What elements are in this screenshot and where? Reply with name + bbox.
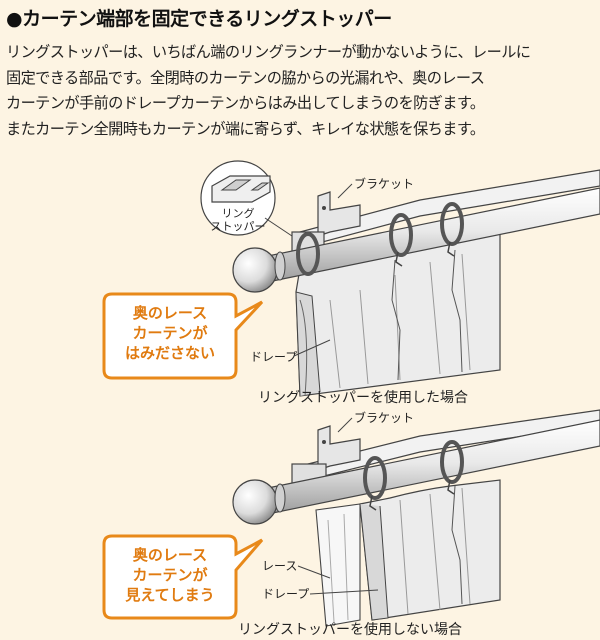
ring-stopper-label: リング — [222, 206, 255, 220]
bottom-figure: ブラケット レース ドレープ 奥のレース カーテンが 見えてしまう リングストッ… — [102, 409, 600, 638]
caption: リングストッパーを使用した場合 — [258, 389, 468, 406]
section-heading: ●カーテン端部を固定できるリングストッパー — [6, 8, 392, 30]
callout-text: 奥のレース — [133, 546, 207, 564]
caption: リングストッパーを使用しない場合 — [238, 621, 462, 638]
ring-runner — [440, 202, 464, 246]
callout-text: 奥のレース — [133, 304, 207, 322]
bracket-label: ブラケット — [354, 176, 414, 191]
callout-bubble — [102, 534, 264, 620]
drape-curtain — [359, 479, 501, 621]
callout-text: カーテンが — [132, 566, 208, 584]
callout-text: 見えてしまう — [124, 586, 214, 604]
bracket-label: ブラケット — [354, 410, 414, 425]
callout-text: はみださない — [125, 344, 215, 362]
description-line: またカーテン全開時もカーテンが端に寄らず、キレイな状態を保ちます。 — [6, 119, 485, 138]
description-line: 固定できる部品です。全閉時のカーテンの脇からの光漏れや、奥のレース — [6, 68, 485, 87]
ring-runner — [389, 213, 413, 257]
ring-runner — [296, 232, 320, 276]
description-text: リングストッパーは、いちばん端のリングランナーが動かないように、レールに 固定で… — [6, 40, 596, 142]
ring-runner — [363, 456, 387, 500]
ring-stopper-label: ストッパー — [211, 220, 266, 233]
drape-label: ドレープ — [262, 587, 309, 601]
lace-curtain — [315, 503, 361, 627]
lace-label: レース — [262, 559, 297, 573]
callout-text: カーテンが — [132, 324, 208, 342]
callout-bubble — [102, 292, 264, 380]
description-line: リングストッパーは、いちばん端のリングランナーが動かないように、レールに — [6, 43, 531, 61]
top-figure: リング ストッパー ブラケット ドレープ 奥のレース カーテンが はみださない … — [102, 160, 600, 406]
description-line: カーテンが手前のドレープカーテンからはみ出してしまうのを防ぎます。 — [6, 94, 485, 112]
ring-runner — [440, 440, 464, 484]
drape-label: ドレープ — [250, 350, 297, 364]
